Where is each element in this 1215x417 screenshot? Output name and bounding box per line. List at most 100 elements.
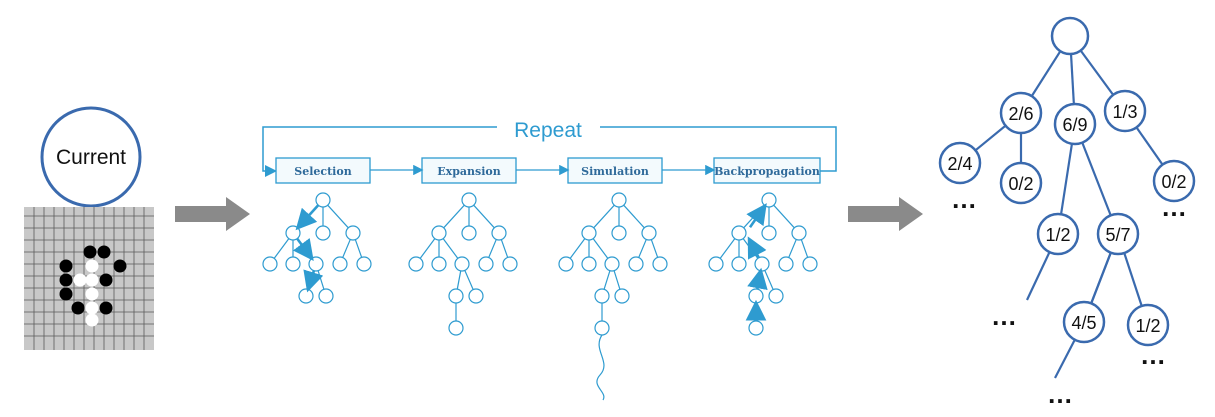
result-node-circle xyxy=(1103,89,1147,133)
tree-edge xyxy=(464,270,474,290)
tree-node xyxy=(461,192,477,208)
tree-node xyxy=(468,288,484,304)
ellipsis: … xyxy=(1161,192,1187,222)
ellipsis: … xyxy=(991,301,1017,331)
tree-edge xyxy=(442,238,459,259)
rollout-path xyxy=(596,334,605,401)
stage-label-3: Simulation xyxy=(581,165,649,178)
tree-node xyxy=(594,288,610,304)
stage-trees xyxy=(262,192,818,401)
tree-node xyxy=(731,225,747,241)
result-node-circle xyxy=(1126,303,1170,347)
tree-edge xyxy=(638,239,647,258)
tree-edge xyxy=(743,204,765,229)
backprop-arrow xyxy=(747,236,767,260)
result-node-label: 1/2 xyxy=(1045,225,1070,245)
stage-tree-1 xyxy=(262,192,372,304)
tree-edge xyxy=(473,204,495,229)
black-stone xyxy=(59,259,73,273)
result-node-circle xyxy=(1036,212,1080,256)
white-stone xyxy=(73,273,87,287)
result-node-label: 1/3 xyxy=(1112,102,1137,122)
result-node: 1/2 xyxy=(1036,212,1080,256)
tree-node xyxy=(332,256,348,272)
tree-node xyxy=(791,225,807,241)
result-node-circle xyxy=(999,91,1043,135)
ellipsis: … xyxy=(1140,340,1166,370)
tree-edge xyxy=(342,239,351,258)
tree-edge xyxy=(273,238,290,259)
tree-node xyxy=(356,256,372,272)
tree-node xyxy=(614,288,630,304)
result-tree-edge xyxy=(1059,143,1074,215)
stage-label-4: Backpropagation xyxy=(714,165,820,178)
tree-node xyxy=(298,288,314,304)
stage-tree-2 xyxy=(408,192,518,336)
result-node-circle xyxy=(1062,300,1106,344)
backprop-arrow xyxy=(747,267,768,291)
tree-node xyxy=(731,256,747,272)
result-tree-edge xyxy=(1079,49,1115,96)
ellipsis: … xyxy=(1047,379,1073,409)
tree-node xyxy=(431,225,447,241)
tree-edge xyxy=(327,204,349,229)
tree-node xyxy=(778,256,794,272)
stage-box-3 xyxy=(567,157,663,184)
black-stone xyxy=(113,259,127,273)
result-tree-edge xyxy=(1135,126,1164,166)
black-stone xyxy=(99,273,113,287)
tree-edge xyxy=(443,204,465,229)
result-tree-edge xyxy=(1054,339,1076,379)
tree-edge xyxy=(773,204,795,229)
tree-edge xyxy=(613,270,621,290)
tree-node xyxy=(641,225,657,241)
result-node: 1/2 xyxy=(1126,303,1170,347)
tree-edge xyxy=(592,238,609,259)
result-tree-edge xyxy=(1030,50,1062,97)
tree-node xyxy=(502,256,518,272)
repeat-label: Repeat xyxy=(514,119,582,142)
tree-node xyxy=(285,225,301,241)
tree-edge xyxy=(569,238,586,259)
result-tree-edge xyxy=(974,124,1007,152)
tree-edge xyxy=(419,238,436,259)
tree-edge xyxy=(500,239,509,258)
tree-node xyxy=(315,192,331,208)
result-tree-edge xyxy=(1026,251,1051,301)
tree-node xyxy=(628,256,644,272)
tree-node xyxy=(611,192,627,208)
tree-node xyxy=(708,256,724,272)
result-node-label: 5/7 xyxy=(1105,225,1130,245)
black-stone xyxy=(59,287,73,301)
stage-label-1: Selection xyxy=(294,165,351,178)
tree-node xyxy=(594,320,610,336)
tree-node xyxy=(611,225,627,241)
tree-node xyxy=(461,225,477,241)
result-root-node xyxy=(1050,16,1090,56)
result-tree-edge xyxy=(1069,53,1075,105)
result-tree-edge xyxy=(1081,142,1112,216)
selection-arrow xyxy=(303,269,324,293)
tree-edge xyxy=(623,204,645,229)
result-node-circle xyxy=(999,161,1043,205)
tree-node xyxy=(581,256,597,272)
tree-node xyxy=(431,256,447,272)
result-node-circle xyxy=(1096,212,1140,256)
result-node: 4/5 xyxy=(1062,300,1106,344)
result-node: 0/2 xyxy=(999,161,1043,205)
tree-node xyxy=(768,288,784,304)
go-board-stones xyxy=(59,245,127,327)
tree-node xyxy=(408,256,424,272)
white-stone xyxy=(85,287,99,301)
tree-node xyxy=(315,225,331,241)
tree-node xyxy=(262,256,278,272)
tree-node xyxy=(748,288,764,304)
result-node-label: 0/2 xyxy=(1008,174,1033,194)
tree-node xyxy=(761,192,777,208)
tree-node xyxy=(448,288,464,304)
tree-node xyxy=(308,256,324,272)
tree-node xyxy=(345,225,361,241)
stage-box-2 xyxy=(421,157,517,184)
tree-node xyxy=(802,256,818,272)
